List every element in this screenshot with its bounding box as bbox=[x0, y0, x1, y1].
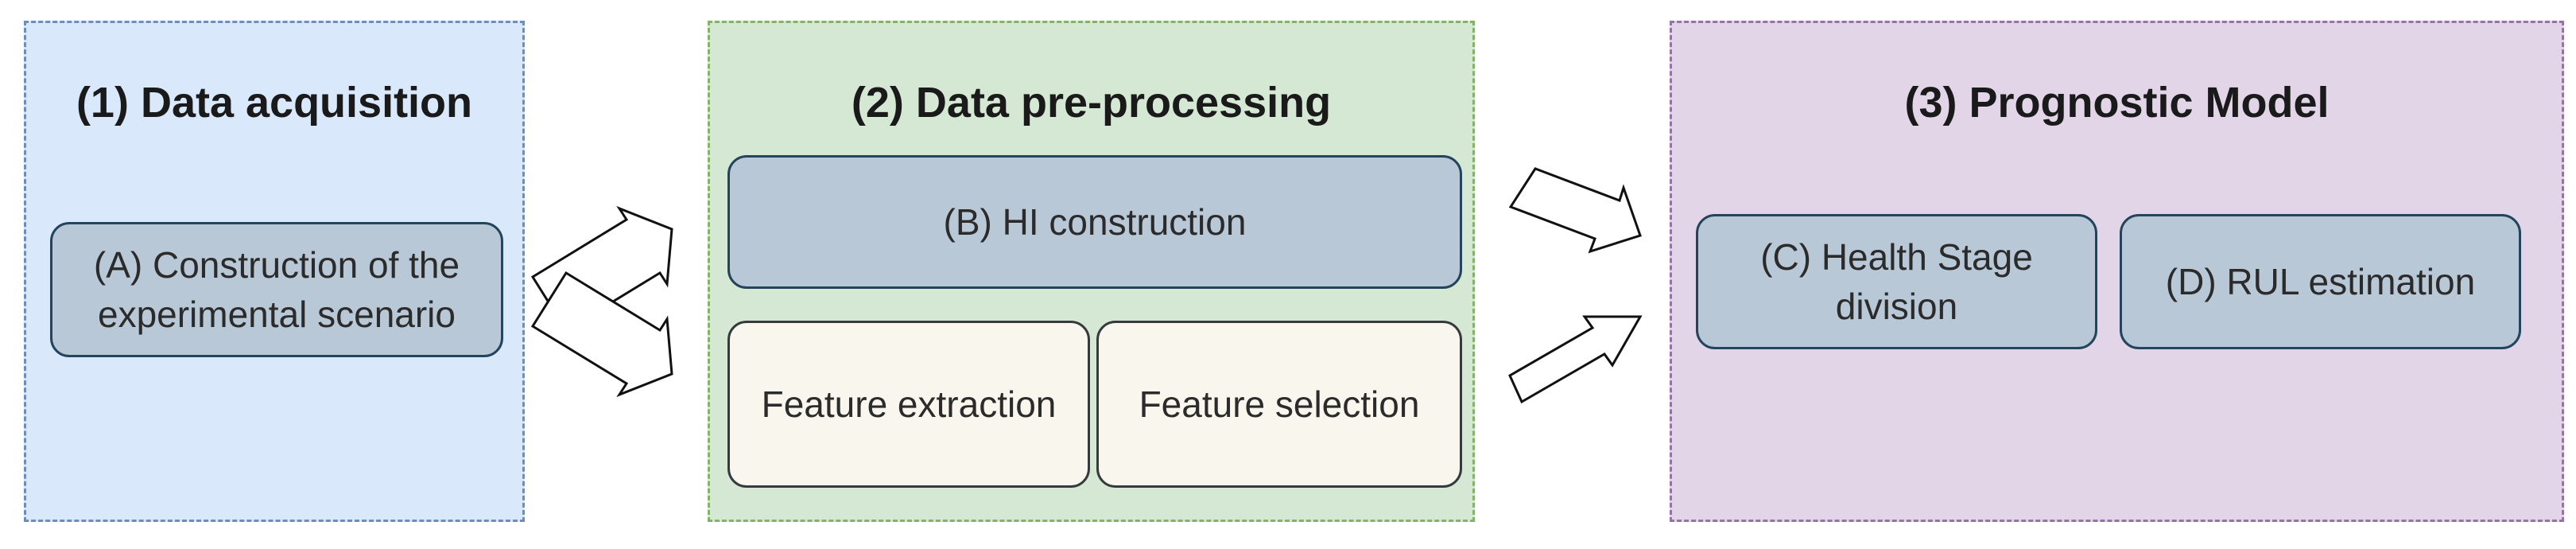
arrow-icon-features-to-prognostic bbox=[1508, 315, 1643, 404]
prognostic-model-panel: (3) Prognostic Model (C) Health Stage di… bbox=[1670, 21, 2564, 522]
data-acquisition-title: (1) Data acquisition bbox=[76, 79, 473, 127]
feature-selection-box[interactable]: Feature selection bbox=[1096, 321, 1462, 488]
feature-extraction-box[interactable]: Feature extraction bbox=[727, 321, 1090, 488]
health-stage-division-box[interactable]: (C) Health Stage division bbox=[1696, 214, 2097, 349]
data-preprocessing-title: (2) Data pre-processing bbox=[851, 79, 1332, 127]
data-preprocessing-panel: (2) Data pre-processing (B) HI construct… bbox=[708, 21, 1475, 522]
arrow-icon-acq-to-features bbox=[530, 271, 673, 398]
arrow-icon-hi-to-prognostic bbox=[1508, 167, 1642, 254]
prognostic-model-title: (3) Prognostic Model bbox=[1904, 79, 2330, 127]
hi-construction-box[interactable]: (B) HI construction bbox=[727, 155, 1462, 289]
construction-experimental-scenario-box[interactable]: (A) Construction of the experimental sce… bbox=[50, 222, 503, 357]
rul-estimation-box[interactable]: (D) RUL estimation bbox=[2120, 214, 2521, 349]
data-acquisition-panel: (1) Data acquisition (A) Construction of… bbox=[24, 21, 525, 522]
